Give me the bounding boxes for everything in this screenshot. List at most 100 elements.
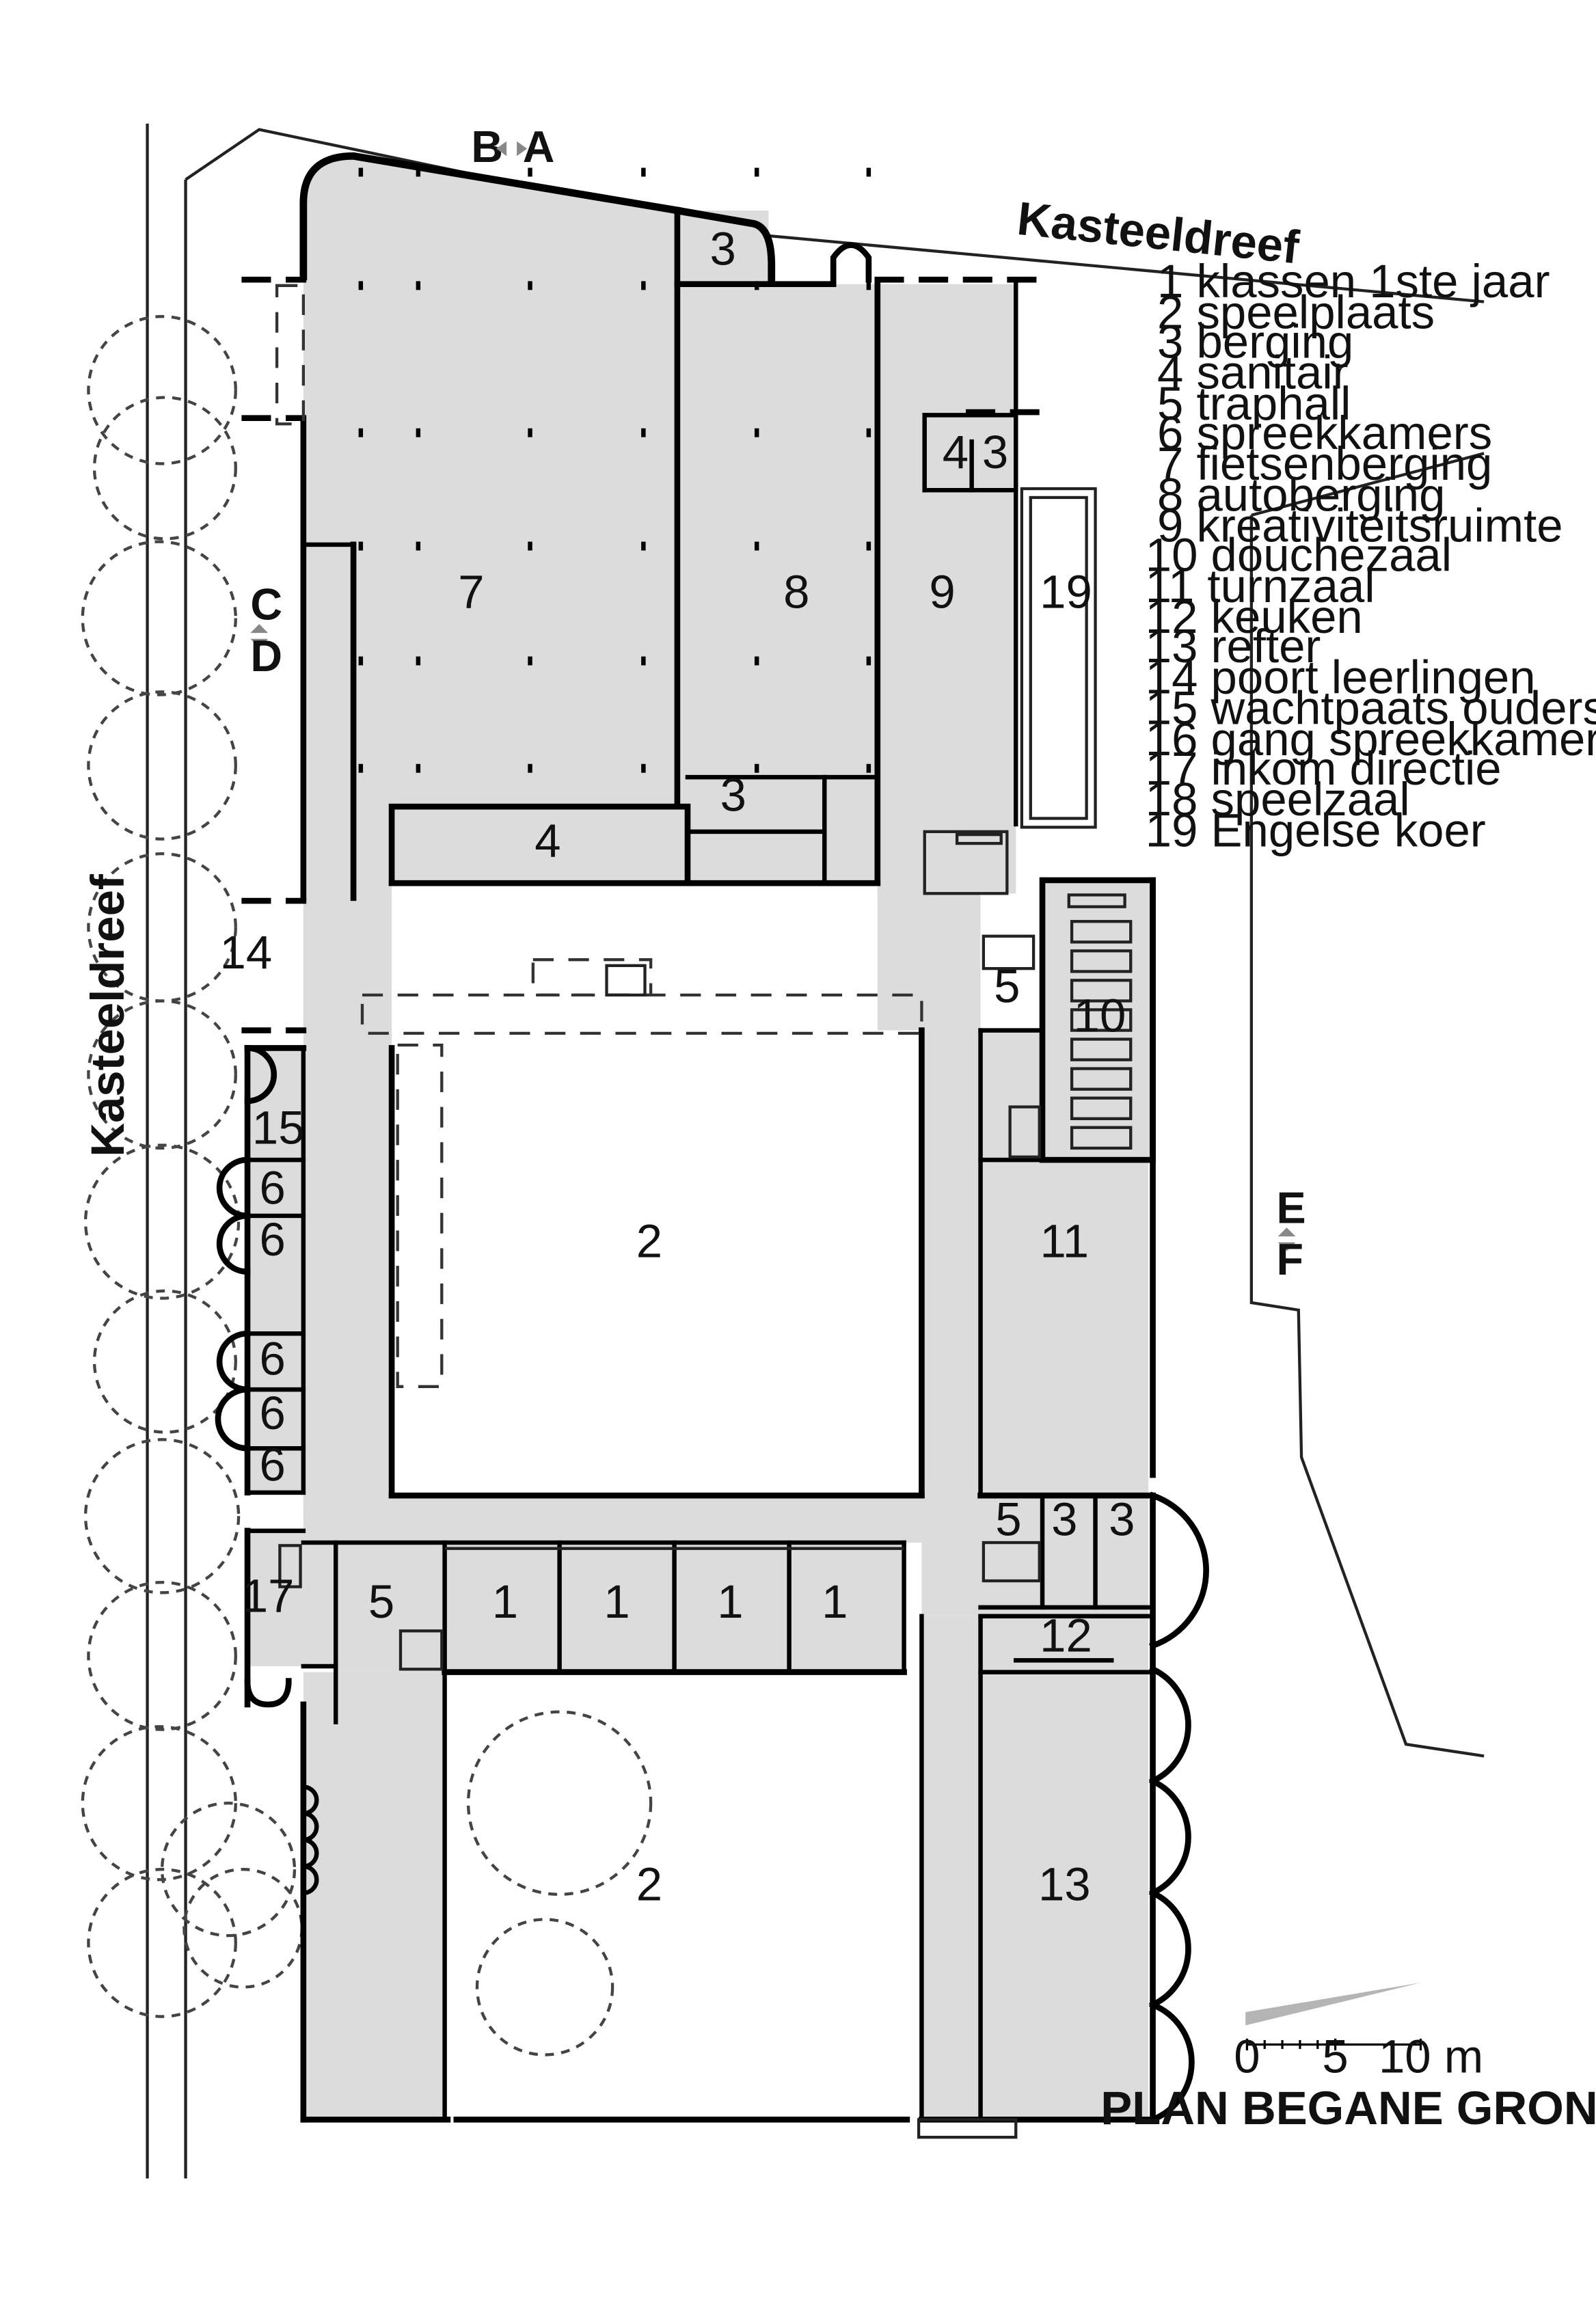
room-label: 3 [709, 223, 735, 275]
column-mark [358, 656, 364, 666]
room-label: 3 [982, 426, 1008, 478]
legend-item: 12 keuken [1146, 590, 1363, 643]
room-label: 11 [1040, 1214, 1090, 1267]
legend-item: 11 turnzaal [1146, 560, 1375, 612]
street-label-left: Kasteeldreef [81, 873, 134, 1157]
section-d-label: D [250, 632, 282, 681]
room-label: 1 [822, 1575, 848, 1628]
room-label: 4 [535, 814, 560, 867]
legend-item: 14 poort leerlingen [1146, 651, 1536, 703]
column-mark [866, 281, 871, 290]
column-mark [528, 167, 532, 177]
section-arrow-icon [496, 141, 528, 157]
column-mark [528, 656, 532, 666]
section-marker-cd: C D [250, 580, 282, 681]
room-label: 1 [492, 1575, 518, 1628]
room-label: 19 [1040, 565, 1092, 618]
room-label: 4 [943, 426, 969, 478]
column-grid [358, 167, 871, 773]
legend-item: 15 wachtpaats ouders [1146, 682, 1596, 735]
scale-tick-label: 0 [1234, 2030, 1260, 2082]
room-label: 6 [259, 1387, 285, 1439]
legend-item: 19 Engelse koer [1146, 804, 1486, 856]
column-mark [641, 656, 646, 666]
section-c-label: C [250, 580, 282, 629]
column-mark [754, 428, 759, 437]
column-mark [754, 167, 759, 177]
room-label: 5 [368, 1575, 394, 1628]
room-label: 13 [1038, 1858, 1091, 1910]
column-mark [641, 281, 646, 290]
column-mark [416, 541, 421, 551]
room-label: 5 [995, 1493, 1021, 1545]
column-mark [358, 167, 364, 177]
column-mark [866, 541, 871, 551]
column-mark [641, 167, 646, 177]
legend-item: 5 traphall [1157, 377, 1351, 430]
legend-item: 7 fietsenberging [1157, 437, 1492, 490]
room-fills [247, 156, 1153, 2117]
room-label: 10 [1074, 990, 1126, 1042]
plan-title: PLAN BEGANE GROND [1100, 2082, 1596, 2134]
room-label: 17 [242, 1569, 295, 1622]
section-arrow-icon [250, 624, 269, 648]
section-a-label: A [523, 122, 555, 172]
room-label: 3 [720, 769, 746, 822]
tree-row [81, 314, 653, 2056]
room-label: 7 [458, 565, 484, 618]
column-mark [641, 541, 646, 551]
column-mark [416, 656, 421, 666]
column-mark [416, 428, 421, 437]
room-label: 6 [259, 1213, 285, 1266]
legend-item: 6 spreekkamers [1157, 407, 1492, 459]
column-mark [358, 763, 364, 773]
room-label: 1 [604, 1575, 630, 1628]
section-e-label: E [1276, 1184, 1306, 1233]
walls [215, 152, 1209, 2139]
legend-item: 8 autoberging [1157, 468, 1445, 521]
column-mark [866, 763, 871, 773]
section-b-label: B [471, 122, 503, 172]
section-arrow-icon [1277, 1227, 1296, 1251]
column-mark [866, 167, 871, 177]
scale-tick-label: 5 [1322, 2030, 1348, 2082]
column-mark [754, 541, 759, 551]
column-mark [641, 428, 646, 437]
column-mark [754, 281, 759, 290]
section-marker-ef: E F [1276, 1184, 1306, 1284]
dashed-lines [241, 276, 1097, 1388]
room-label: 15 [252, 1101, 305, 1154]
legend-item: 17 inkom directie [1146, 742, 1502, 795]
column-mark [528, 281, 532, 290]
column-mark [754, 656, 759, 666]
legend-item: 9 kreativiteitsruimte [1157, 500, 1563, 552]
legend-item: 18 speelzaal [1146, 773, 1410, 826]
room-label: 9 [929, 565, 955, 618]
column-mark [358, 428, 364, 437]
column-mark [358, 541, 364, 551]
scale-tick-label: 10 m [1379, 2030, 1483, 2082]
column-mark [866, 428, 871, 437]
room-label: 2 [636, 1214, 662, 1267]
column-mark [358, 281, 364, 290]
column-mark [754, 763, 759, 773]
column-mark [416, 281, 421, 290]
column-mark [528, 763, 532, 773]
column-mark [528, 541, 532, 551]
section-f-label: F [1276, 1235, 1303, 1284]
room-label: 8 [783, 565, 809, 618]
column-mark [866, 656, 871, 666]
legend-item: 4 sanitair [1157, 347, 1349, 399]
column-mark [416, 167, 421, 177]
legend-item: 13 refter [1146, 620, 1321, 673]
column-mark [416, 763, 421, 773]
legend-item: 3 berging [1157, 315, 1353, 368]
room-label: 12 [1040, 1609, 1092, 1661]
legend-item: 1 klassen 1ste jaar [1157, 255, 1550, 308]
room-label: 6 [259, 1439, 285, 1491]
room-label: 6 [259, 1162, 285, 1214]
column-mark [641, 763, 646, 773]
room-labels: 7 8 9 19 3 4 3 3 4 14 5 10 15 6 6 6 6 6 … [220, 223, 1135, 1911]
room-label: 6 [259, 1333, 285, 1385]
